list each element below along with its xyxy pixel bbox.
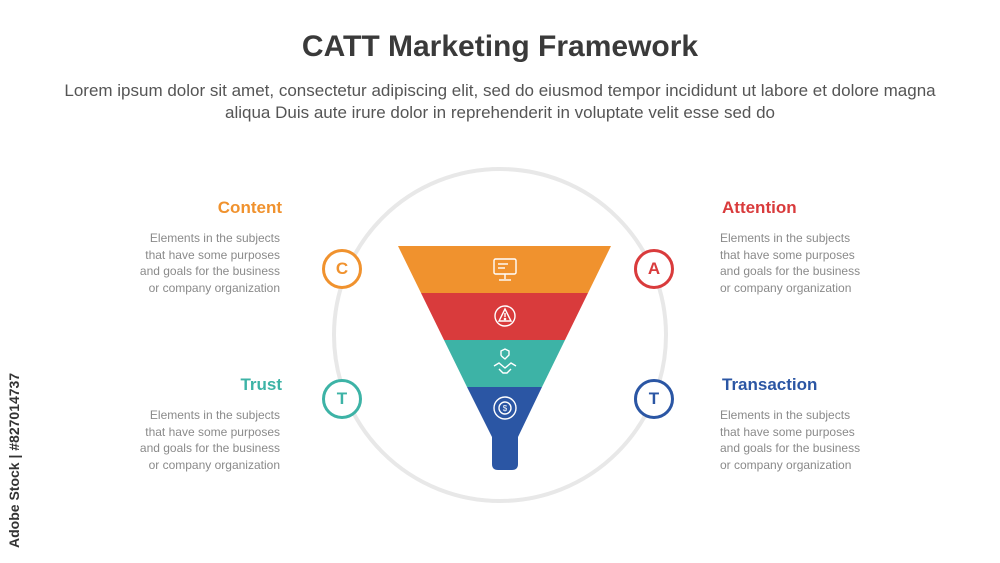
attention-description: Elements in the subjects that have some … bbox=[720, 231, 861, 295]
transaction-title: Transaction bbox=[722, 375, 818, 394]
transaction-description: Elements in the subjects that have some … bbox=[720, 408, 861, 472]
content-title: Content bbox=[217, 198, 282, 217]
trust-description: Elements in the subjects that have some … bbox=[139, 408, 280, 472]
stock-watermark: Adobe Stock | #827014737 bbox=[6, 372, 22, 548]
handshake-icon bbox=[493, 348, 517, 374]
page-title: CATT Marketing Framework bbox=[301, 30, 699, 63]
outer-ring bbox=[332, 167, 668, 503]
page-subtitle: Lorem ipsum dolor sit amet, consectetur … bbox=[64, 81, 936, 122]
trust-badge: T bbox=[322, 379, 362, 419]
monitor-icon bbox=[493, 258, 517, 281]
transaction-badge: T bbox=[634, 379, 674, 419]
funnel-layer-content bbox=[398, 246, 611, 293]
warning-icon bbox=[494, 305, 516, 327]
funnel-layer-transaction bbox=[467, 387, 542, 470]
content-badge: C bbox=[322, 249, 362, 289]
attention-title: Attention bbox=[722, 198, 797, 217]
content-description: Elements in the subjects that have some … bbox=[139, 231, 280, 295]
attention-badge: A bbox=[634, 249, 674, 289]
svg-text:$: $ bbox=[503, 404, 508, 413]
dollar-cycle-icon: $ bbox=[493, 396, 517, 420]
trust-title: Trust bbox=[240, 375, 282, 394]
funnel-layer-trust bbox=[444, 340, 565, 387]
